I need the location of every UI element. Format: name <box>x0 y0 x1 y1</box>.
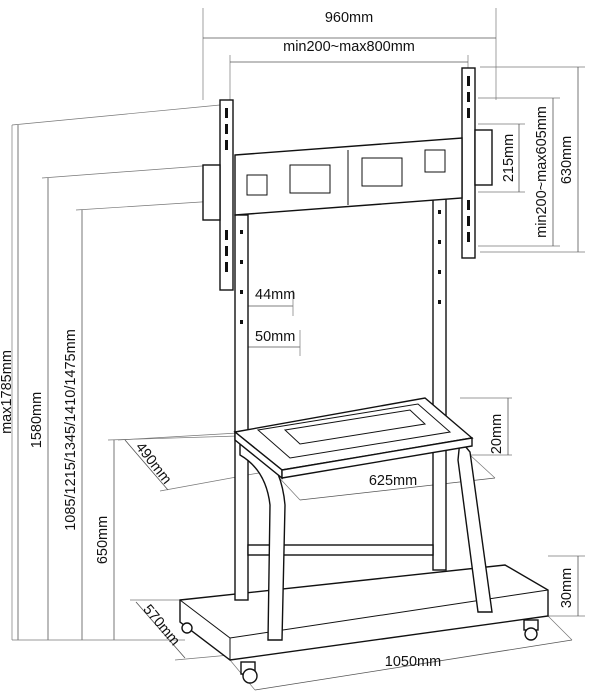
upright-offset-44-label: 44mm <box>255 287 295 303</box>
base-thickness-dimension: 30mm <box>548 555 585 617</box>
height-1580-label: 1580mm <box>29 392 45 448</box>
height-options-dimension: 1085/1215/1345/1410/1475mm <box>63 199 233 640</box>
base-depth-label: 570mm <box>139 602 182 649</box>
vesa-height-dimension: min200~max605mm <box>478 97 560 247</box>
shelf-thickness-dimension: 20mm <box>460 397 512 456</box>
upright-offset-50-label: 50mm <box>255 329 295 345</box>
vesa-height-label: min200~max605mm <box>534 106 550 238</box>
vesa-width-label: min200~max800mm <box>283 39 415 55</box>
shelf-tray <box>233 397 474 480</box>
shelf-width-label: 625mm <box>369 473 417 489</box>
bracket-height-label: 630mm <box>559 136 575 184</box>
caster-wheel-front-right <box>523 619 539 641</box>
overall-width-dimension: 960mm <box>202 8 497 100</box>
shelf-height-label: 650mm <box>95 516 111 564</box>
caster-wheel-front-left <box>240 661 258 684</box>
right-upright <box>432 194 447 571</box>
hole-spacing-dimension: 215mm <box>478 123 525 193</box>
hole-spacing-label: 215mm <box>501 134 517 182</box>
shelf-right-leg <box>457 438 493 613</box>
lower-crossbar <box>247 544 434 556</box>
max-height-label: max1785mm <box>0 350 15 434</box>
upright-offset-44-dimension: 44mm <box>235 287 295 316</box>
base-thickness-label: 30mm <box>559 568 575 608</box>
bracket-height-dimension: 630mm <box>480 66 585 253</box>
shelf-thickness-label: 20mm <box>489 414 505 454</box>
height-options-label: 1085/1215/1345/1410/1475mm <box>63 329 79 531</box>
mounting-plate <box>234 137 463 216</box>
caster-wheel-back-left <box>181 622 193 634</box>
left-upright <box>234 214 249 601</box>
left-vertical-rail <box>202 99 234 291</box>
right-vertical-rail <box>461 67 493 259</box>
height-1580-dimension: 1580mm <box>29 164 216 640</box>
vesa-width-dimension: min200~max800mm <box>229 39 469 100</box>
base-width-label: 1050mm <box>385 654 441 670</box>
rail-slot-holes <box>225 76 470 324</box>
max-height-dimension: max1785mm <box>0 104 221 640</box>
shelf-depth-label: 490mm <box>132 440 174 488</box>
overall-width-label: 960mm <box>325 10 373 26</box>
